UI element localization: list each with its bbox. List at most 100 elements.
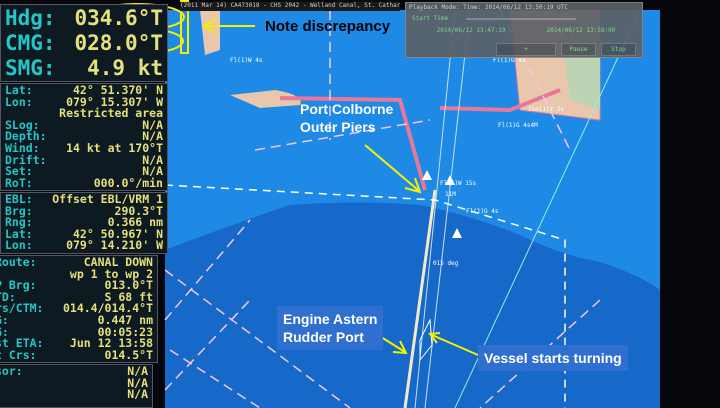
- readout-row: P Brg: 013.0°T: [0, 280, 157, 292]
- readout-row: Depth: N/A: [1, 131, 167, 143]
- chart-label: Fl(1)G 4s: [466, 208, 499, 215]
- readout-value: 014.5°T: [104, 347, 153, 362]
- annotation-line: Rudder Port: [283, 329, 364, 345]
- chart-label: Iso(1)Y 2s: [528, 106, 565, 113]
- readout-label: EBL:: [5, 192, 33, 206]
- readout-row: rs/CTM: 014.4/014.4°T: [0, 303, 157, 315]
- readout-row: CMG: 028.0°T: [1, 31, 167, 56]
- readout-row: t Crs: 014.5°T: [0, 347, 157, 362]
- readout-label: Drift:: [5, 152, 47, 167]
- engine-astern-annotation: Engine Astern Rudder Port: [277, 306, 384, 350]
- readout-row: Route:CANAL DOWN: [0, 255, 157, 269]
- readout-value: 14 kt at 170°T: [66, 140, 163, 155]
- readout-label: st ETA:: [0, 336, 44, 351]
- readout-label: Rng:: [5, 215, 33, 230]
- port-colborne-annotation: Port Colborne Outer Piers: [300, 100, 393, 136]
- readout-label: SMG:: [5, 56, 56, 80]
- readout-value: 079° 15.307' W: [66, 94, 163, 109]
- readout-label: Depth:: [5, 129, 47, 144]
- arrow-icon: [202, 18, 255, 34]
- readout-row: Hdg: 034.6°T: [1, 6, 167, 31]
- readout-row: RoT:000.0°/min: [1, 175, 167, 190]
- readout-row: Wind: 14 kt at 170°T: [1, 140, 167, 155]
- readout-label: Lat:: [5, 226, 33, 241]
- readout-row: Restricted area: [1, 108, 167, 120]
- land-west: [200, 10, 220, 55]
- readout-row: Brg:290.3°T: [1, 203, 167, 218]
- readout-value: 290.3°T: [114, 203, 163, 218]
- readout-row: Drift:N/A: [1, 152, 167, 167]
- readout-label: G:: [0, 312, 9, 327]
- chart-label: 015 deg: [433, 260, 459, 267]
- readout-value: 034.6°T: [74, 6, 163, 30]
- nav-panel: Hdg: 034.6°T CMG: 028.0°T SMG: 4.9 kt: [0, 4, 168, 82]
- plus-button[interactable]: +: [496, 43, 556, 56]
- readout-value: Restricted area: [59, 106, 163, 121]
- readout-label: Lon:: [5, 94, 33, 109]
- readout-row: wp 1 to wp 2: [0, 266, 157, 281]
- readout-row: G: 00:05:23: [0, 324, 157, 339]
- readout-value: N/A: [142, 129, 163, 144]
- note-discrepancy-annotation: Note discrepancy: [265, 18, 391, 35]
- readout-label: rs/CTM:: [0, 301, 44, 316]
- chart-label: Fl(5)W 15s: [440, 180, 477, 187]
- readout-row: Lat:42° 50.967' N: [1, 226, 167, 241]
- arrow-icon: [364, 144, 422, 194]
- readout-value: 42° 51.370' N: [72, 83, 163, 97]
- readout-label: CMG:: [5, 31, 56, 55]
- readout-row: G: 0.447 nm: [0, 312, 157, 327]
- readout-label: P Brg:: [0, 278, 37, 293]
- readout-row: N/A: [0, 389, 152, 401]
- highlight-box: [180, 0, 189, 54]
- readout-value: 00:05:23: [97, 324, 153, 339]
- readout-label: TD:: [0, 289, 16, 304]
- route-leg: [424, 9, 471, 408]
- readout-value: 014.4/014.4°T: [62, 301, 153, 316]
- readout-value: wp 1 to wp 2: [69, 266, 153, 281]
- readout-row: SMG: 4.9 kt: [1, 56, 167, 81]
- readout-label: G:: [0, 324, 9, 339]
- vessel-turning-annotation: Vessel starts turning: [478, 345, 628, 371]
- readout-label: SLog:: [5, 117, 40, 132]
- readout-value: 013.0°T: [104, 278, 153, 293]
- chart-title-bar: (2011 Mar 14) CA473018 - CHS 2042 - Well…: [180, 2, 400, 11]
- playback-dialog: Playback Mode: Time: 2014/06/12 13:50:19…: [405, 2, 643, 58]
- end-time: 2014/06/12 13:58:00: [546, 27, 616, 34]
- playback-slider[interactable]: [466, 18, 576, 20]
- vessel-symbol: [419, 318, 433, 362]
- annotation-line: Port Colborne: [300, 101, 394, 117]
- light-icon: [422, 170, 462, 238]
- readout-label: Lon:: [5, 238, 33, 253]
- readout-label: Set:: [5, 164, 33, 179]
- readout-value: N/A: [142, 117, 163, 132]
- chart-label: Fl(1)G 4s: [493, 57, 526, 64]
- readout-value: N/A: [142, 164, 163, 179]
- readout-value: 079° 14.210' W: [66, 238, 163, 253]
- readout-value: 028.0°T: [74, 31, 163, 55]
- restricted-area-boundary: [164, 184, 566, 408]
- ebl-line: [454, 9, 641, 408]
- pause-button[interactable]: Pause: [561, 43, 596, 56]
- readout-value: 0.447 nm: [97, 312, 153, 327]
- readout-row: EBL:Offset EBL/VRM 1: [1, 192, 167, 206]
- readout-value: N/A: [127, 364, 148, 378]
- readout-row: Lon: 079° 14.210' W: [1, 240, 167, 252]
- readout-label: Lat:: [5, 83, 33, 97]
- readout-label: Hdg:: [5, 6, 56, 30]
- arrow-icon: [428, 332, 479, 356]
- readout-value: 4.9 kt: [87, 56, 163, 80]
- readout-label: :: [0, 377, 2, 390]
- readout-label: sor:: [0, 364, 23, 378]
- stop-button[interactable]: Stop: [601, 43, 636, 56]
- readout-row: Rng:0.366 nm: [1, 217, 167, 229]
- readout-label: Wind:: [5, 140, 40, 155]
- readout-label: t Crs:: [0, 347, 37, 362]
- start-time-label: Start Time: [412, 15, 449, 22]
- readout-value: N/A: [127, 375, 148, 390]
- readout-value: 000.0°/min: [93, 175, 163, 190]
- vessel-track: [403, 189, 437, 408]
- readout-value: CANAL DOWN: [83, 255, 153, 269]
